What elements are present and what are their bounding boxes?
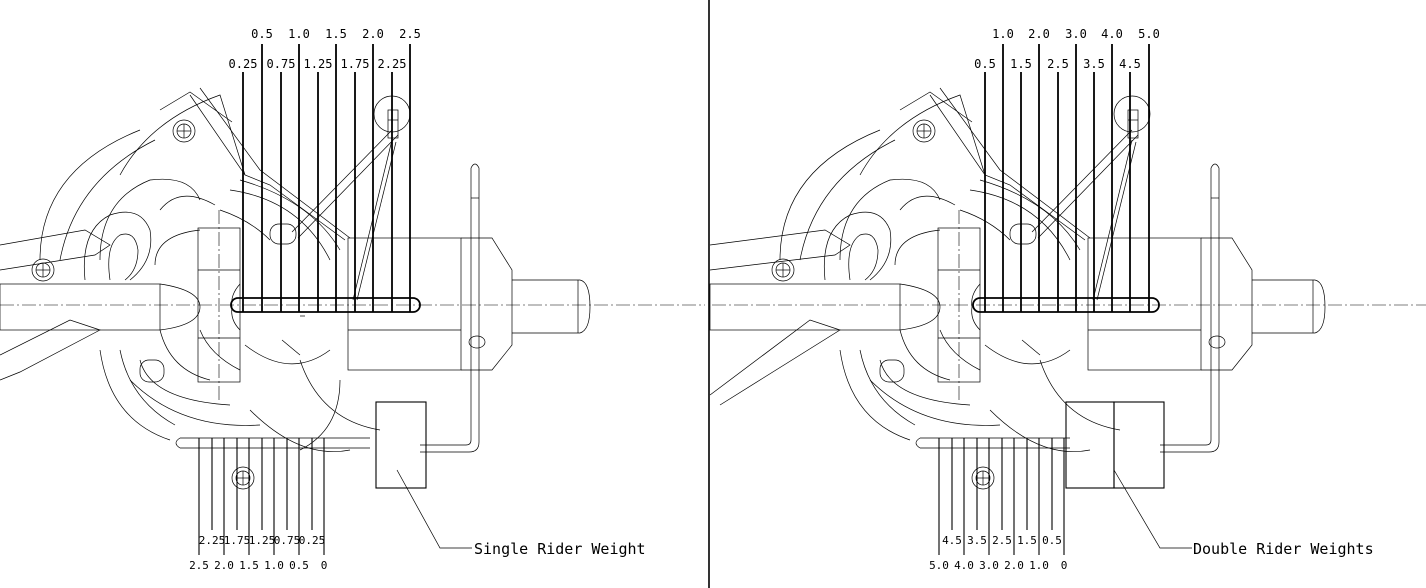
- scale-label: 0: [1061, 559, 1068, 572]
- scale-label: 0.5: [974, 57, 996, 71]
- double-rider-panel: 1.0 2.0 3.0 4.0 5.0 0.5 1.5 2.5 3.5 4.5: [709, 27, 1426, 572]
- top-major-labels: 1.0 2.0 3.0 4.0 5.0: [992, 27, 1160, 41]
- scale-label: 0.75: [267, 57, 296, 71]
- scale-label: 2.0: [362, 27, 384, 41]
- scale-label: 1.25: [249, 534, 276, 547]
- scale-label: 3.0: [1065, 27, 1087, 41]
- bottom-scale-ticks: [198, 438, 325, 555]
- scale-label: 2.25: [199, 534, 226, 547]
- scale-label: 2.0: [1028, 27, 1050, 41]
- bottom-scale-ticks: [938, 438, 1065, 555]
- callout-leader: [396, 469, 472, 549]
- scale-label: 4.0: [1101, 27, 1123, 41]
- scale-label: 1.25: [304, 57, 333, 71]
- single-rider-panel: 0.5 1.0 1.5 2.0 2.5 0.25 0.75 1.25 1.75 …: [0, 27, 705, 572]
- top-minor-labels: 0.5 1.5 2.5 3.5 4.5: [974, 57, 1141, 71]
- top-scale-ticks: [242, 44, 411, 312]
- scale-label: 4.5: [942, 534, 962, 547]
- scale-label: 1.0: [992, 27, 1014, 41]
- screw-icon: [771, 258, 795, 282]
- scale-label: 0.75: [274, 534, 301, 547]
- scale-label: 2.5: [399, 27, 421, 41]
- rider-weight-block: [375, 401, 427, 489]
- scale-label: 1.0: [288, 27, 310, 41]
- scale-label: 3.5: [967, 534, 987, 547]
- scale-label: 1.0: [1029, 559, 1049, 572]
- rider-weight-block: [1065, 401, 1115, 489]
- scale-label: 2.0: [1004, 559, 1024, 572]
- scale-label: 2.5: [1047, 57, 1069, 71]
- scale-label: 2.0: [214, 559, 234, 572]
- scale-label: 1.75: [341, 57, 370, 71]
- top-scale-bar: [230, 297, 421, 313]
- rider-weight-block: [1113, 401, 1165, 489]
- scale-label: 3.5: [1083, 57, 1105, 71]
- callout-leader: [1113, 469, 1192, 549]
- bottom-minor-labels: 2.25 1.75 1.25 0.75 0.25: [199, 534, 326, 547]
- screw-icon: [912, 119, 936, 143]
- scale-label: 5.0: [1138, 27, 1160, 41]
- scale-label: 1.5: [1017, 534, 1037, 547]
- scale-label: 1.5: [1010, 57, 1032, 71]
- top-major-labels: 0.5 1.0 1.5 2.0 2.5: [251, 27, 421, 41]
- scale-label: 3.0: [979, 559, 999, 572]
- top-scale-ticks: [984, 44, 1150, 312]
- scale-label: 0.5: [1042, 534, 1062, 547]
- scale-label: 2.25: [378, 57, 407, 71]
- balance-mechanism-drawing: [0, 87, 705, 490]
- screw-icon: [172, 119, 196, 143]
- balance-mechanism-drawing: [709, 87, 1326, 490]
- scale-label: 1.5: [239, 559, 259, 572]
- scale-label: 1.0: [264, 559, 284, 572]
- scale-label: 0.25: [229, 57, 258, 71]
- bottom-major-labels: 2.5 2.0 1.5 1.0 0.5 0: [189, 559, 327, 572]
- top-minor-labels: 0.25 0.75 1.25 1.75 2.25: [229, 57, 407, 71]
- bottom-minor-labels: 4.5 3.5 2.5 1.5 0.5: [942, 534, 1062, 547]
- screw-icon: [31, 258, 55, 282]
- callout-label: Double Rider Weights: [1193, 540, 1374, 558]
- scale-label: 1.75: [224, 534, 251, 547]
- scale-label: 4.5: [1119, 57, 1141, 71]
- callout-label: Single Rider Weight: [474, 540, 646, 558]
- scale-label: 0.5: [289, 559, 309, 572]
- bottom-major-labels: 5.0 4.0 3.0 2.0 1.0 0: [929, 559, 1067, 572]
- screw-icon: [971, 466, 995, 490]
- scale-label: 4.0: [954, 559, 974, 572]
- scale-label: 0: [321, 559, 328, 572]
- scale-label: 5.0: [929, 559, 949, 572]
- scale-label: 2.5: [189, 559, 209, 572]
- screw-icon: [231, 466, 255, 490]
- top-scale-bar: [972, 297, 1160, 313]
- scale-label: 0.25: [299, 534, 326, 547]
- scale-label: 2.5: [992, 534, 1012, 547]
- scale-label: 0.5: [251, 27, 273, 41]
- scale-label: 1.5: [325, 27, 347, 41]
